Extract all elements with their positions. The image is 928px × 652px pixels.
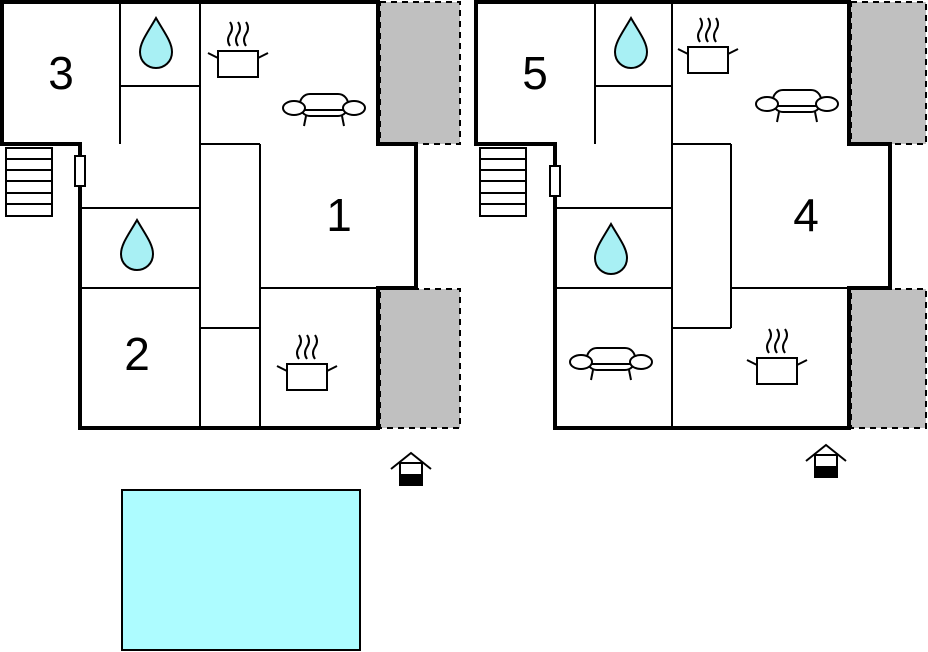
terrace-upper-right [850,1,927,145]
room-number-5: 5 [522,47,548,99]
sofa-icon [569,347,653,381]
water-drop-icon [594,223,628,275]
stairs-icon [479,147,527,217]
entrance-icon [805,444,847,478]
sofa-icon [282,93,366,127]
cooking-pot-icon [677,17,739,74]
water-drop-icon [120,219,154,271]
outer-walls-left [0,0,418,430]
outer-walls-right [474,0,892,430]
terrace-lower-left [379,288,461,429]
floorplan-right: 5 4 [474,0,927,478]
inner-walls-left [80,2,416,428]
room-number-2: 2 [124,328,150,380]
floorplan-left: 3 1 2 [0,0,461,651]
cooking-pot-icon [207,21,269,78]
water-drop-icon [139,17,173,69]
room-number-3: 3 [48,47,74,99]
room-number-1: 1 [326,189,352,241]
water-drop-icon [614,17,648,69]
pool [121,489,361,651]
terrace-lower-right [850,288,927,429]
window-marker [74,155,86,187]
cooking-pot-icon [746,328,808,385]
cooking-pot-icon [276,334,338,391]
room-number-4: 4 [793,189,819,241]
terrace-upper-left [379,1,461,145]
inner-walls-right [555,2,890,428]
stairs-icon [5,147,53,217]
entrance-icon [390,452,432,486]
window-marker [549,165,561,197]
sofa-icon [755,89,839,123]
